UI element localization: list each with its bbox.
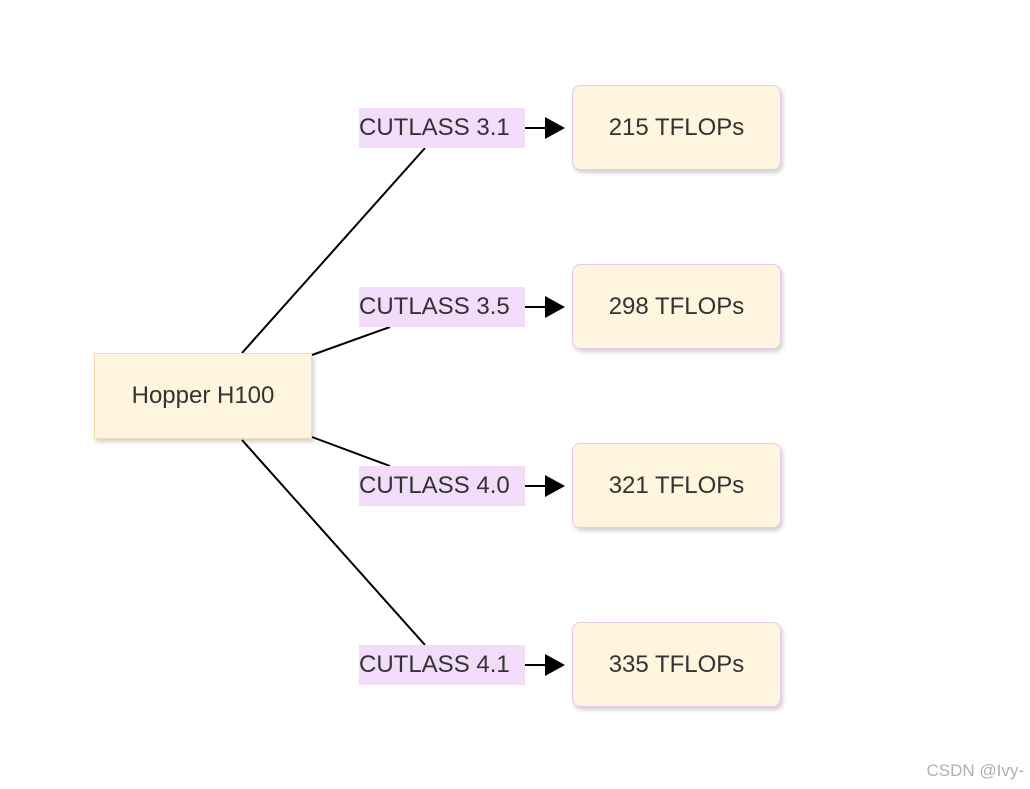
version-label-cutlass-3-1: CUTLASS 3.1 — [359, 108, 525, 148]
version-label-cutlass-4-0: CUTLASS 4.0 — [359, 466, 525, 506]
result-node-3: 321 TFLOPs — [572, 443, 781, 528]
source-node-hopper-h100: Hopper H100 — [94, 353, 312, 439]
source-node-label: Hopper H100 — [131, 382, 275, 409]
edge-to-cutlass-3-5 — [311, 326, 391, 356]
result-node-label: 298 TFLOPs — [608, 292, 745, 320]
watermark-text: CSDN @Ivy- — [926, 761, 1024, 780]
result-node-label: 335 TFLOPs — [608, 650, 745, 678]
result-node-label: 215 TFLOPs — [608, 113, 745, 141]
edge-to-cutlass-4-0 — [311, 436, 391, 467]
result-node-2: 298 TFLOPs — [572, 264, 781, 349]
arrowhead-1 — [545, 117, 565, 139]
arrowhead-3 — [545, 475, 565, 497]
result-node-4: 335 TFLOPs — [572, 622, 781, 707]
edge-to-cutlass-3-1 — [241, 147, 426, 354]
result-node-label: 321 TFLOPs — [608, 471, 745, 499]
arrowhead-4 — [545, 654, 565, 676]
arrowhead-2 — [545, 296, 565, 318]
version-label-cutlass-4-1: CUTLASS 4.1 — [359, 645, 525, 685]
edge-to-cutlass-4-1 — [241, 439, 426, 646]
version-label-cutlass-3-5: CUTLASS 3.5 — [359, 287, 525, 327]
result-node-1: 215 TFLOPs — [572, 85, 781, 170]
